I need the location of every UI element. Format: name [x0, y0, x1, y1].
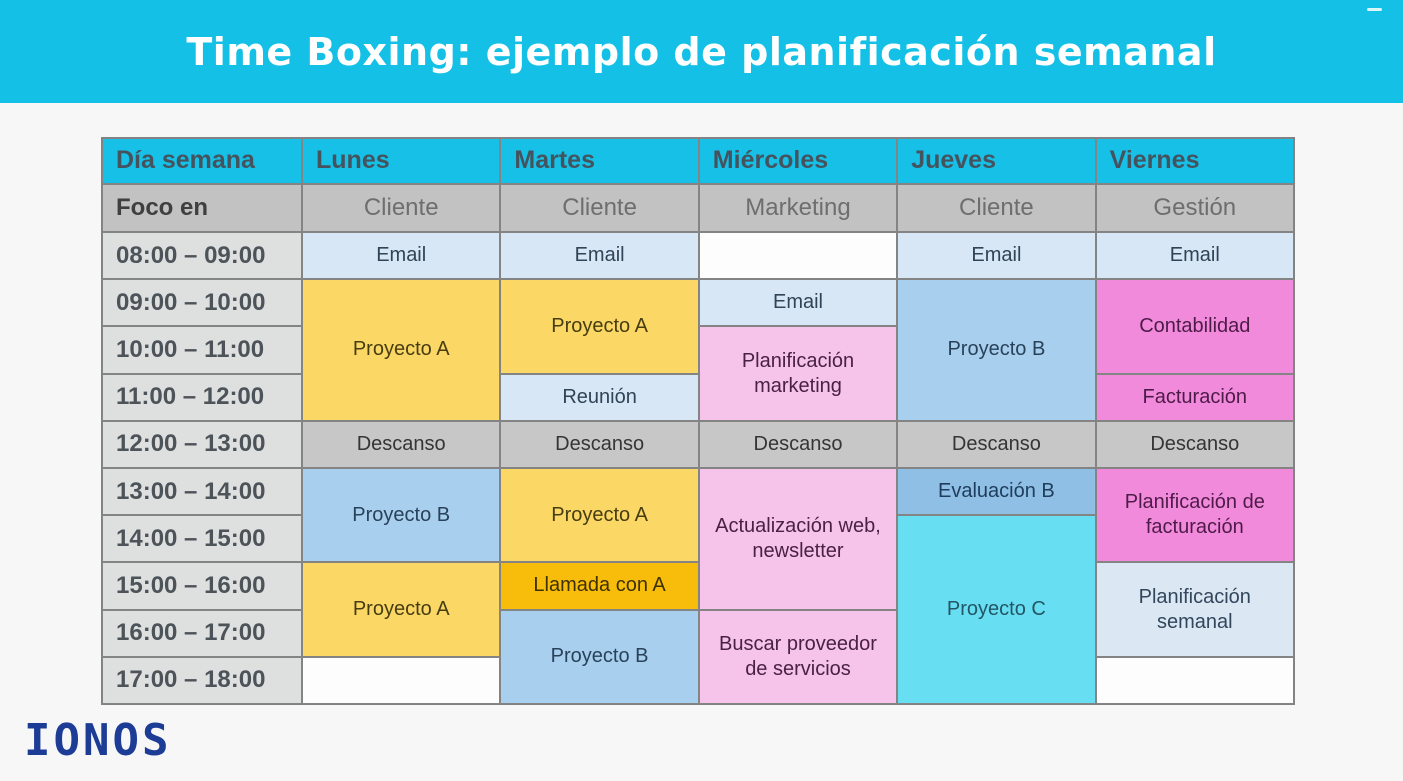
schedule-block: Reunión [500, 373, 699, 421]
time-cell: 08:00 – 09:00 [102, 232, 302, 280]
schedule-block: Email [1095, 232, 1294, 280]
schedule-block: Proyecto A [302, 279, 501, 421]
day-header-cell: Miércoles [698, 138, 898, 184]
schedule-block: Proyecto A [500, 279, 699, 374]
empty-slot-cell [698, 232, 898, 280]
day-header-cell: Jueves [897, 138, 1096, 184]
schedule-block: Email [302, 232, 501, 280]
schedule-block: Proyecto B [897, 279, 1096, 421]
schedule-block: Proyecto C [897, 515, 1096, 704]
schedule-block: Evaluación B [897, 468, 1096, 516]
schedule-block: Actualización web, newsletter [698, 468, 898, 610]
time-cell: 11:00 – 12:00 [102, 373, 302, 421]
schedule-block: Proyecto B [302, 468, 501, 563]
schedule-block: Email [698, 279, 898, 327]
focus-value-cell: Cliente [302, 184, 501, 232]
empty-slot-cell [1095, 656, 1294, 704]
time-cell: 13:00 – 14:00 [102, 468, 302, 516]
day-header-cell: Viernes [1095, 138, 1294, 184]
schedule-block: Proyecto B [500, 609, 699, 704]
corner-header-cell: Día semana [102, 138, 302, 184]
schedule-block: Buscar proveedor de servicios [698, 609, 898, 704]
focus-value-cell: Cliente [897, 184, 1096, 232]
schedule-block: Descanso [698, 420, 898, 468]
focus-value-cell: Cliente [500, 184, 699, 232]
schedule-block: Descanso [302, 420, 501, 468]
schedule-block: Planificación marketing [698, 326, 898, 421]
schedule-block: Contabilidad [1095, 279, 1294, 374]
time-cell: 15:00 – 16:00 [102, 562, 302, 610]
schedule-block: Descanso [897, 420, 1096, 468]
day-header-cell: Martes [500, 138, 699, 184]
schedule-block: Email [897, 232, 1096, 280]
title-banner: Time Boxing: ejemplo de planificación se… [0, 0, 1403, 103]
schedule-block: Planificación semanal [1095, 562, 1294, 657]
ionos-logo: IONOS [24, 714, 172, 766]
focus-value-cell: Gestión [1095, 184, 1294, 232]
banner-dash-artifact [1367, 8, 1382, 11]
time-cell: 12:00 – 13:00 [102, 420, 302, 468]
schedule-block: Proyecto A [500, 468, 699, 563]
schedule-block: Planificación de facturación [1095, 468, 1294, 563]
schedule-block: Facturación [1095, 373, 1294, 421]
time-cell: 10:00 – 11:00 [102, 326, 302, 374]
schedule-block: Proyecto A [302, 562, 501, 657]
time-cell: 16:00 – 17:00 [102, 609, 302, 657]
time-cell: 14:00 – 15:00 [102, 515, 302, 563]
focus-label-cell: Foco en [102, 184, 302, 232]
schedule-block: Email [500, 232, 699, 280]
schedule-block: Llamada con A [500, 562, 699, 610]
time-cell: 17:00 – 18:00 [102, 656, 302, 704]
day-header-cell: Lunes [302, 138, 501, 184]
focus-value-cell: Marketing [698, 184, 898, 232]
schedule-block: Descanso [1095, 420, 1294, 468]
empty-slot-cell [302, 656, 501, 704]
time-cell: 09:00 – 10:00 [102, 279, 302, 327]
schedule-block: Descanso [500, 420, 699, 468]
page-title: Time Boxing: ejemplo de planificación se… [186, 29, 1217, 74]
